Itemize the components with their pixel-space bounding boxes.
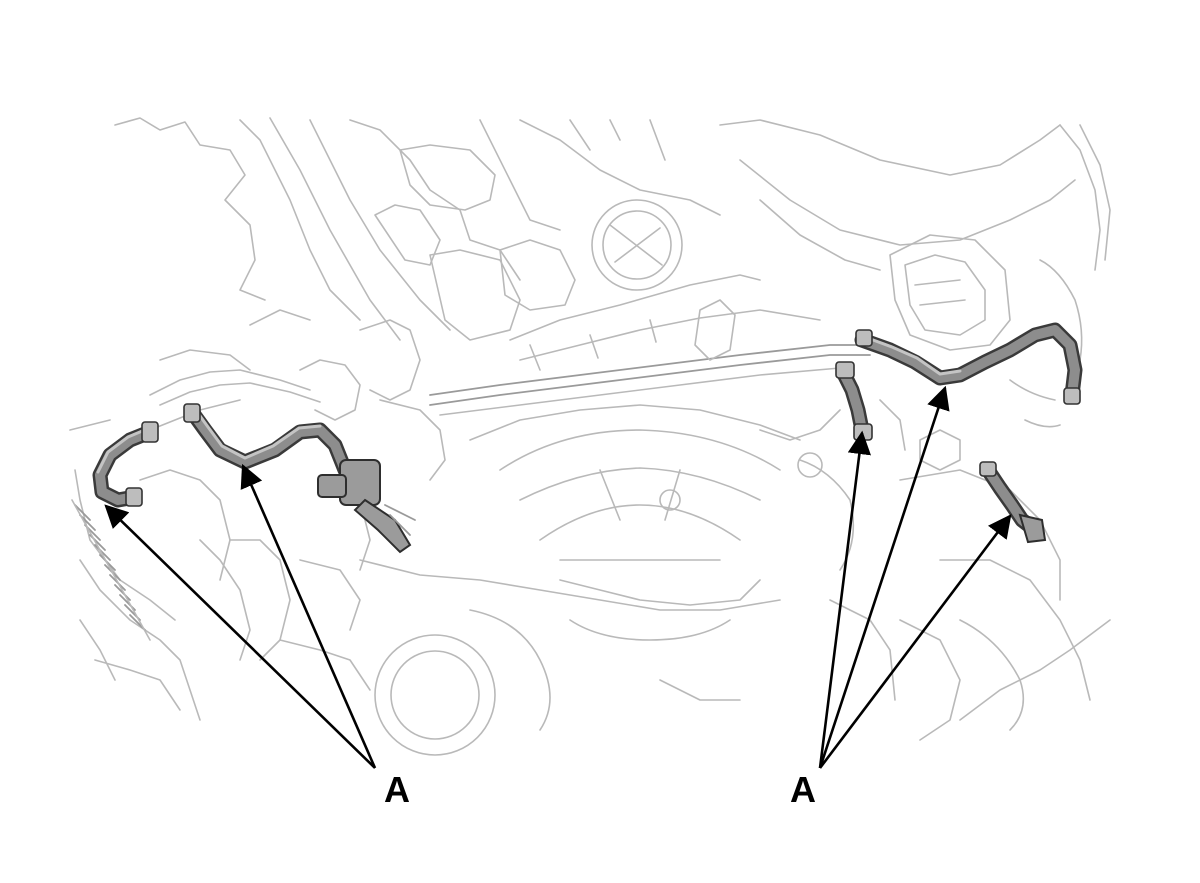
leader-line <box>818 430 871 769</box>
leader-lines-left <box>104 463 377 769</box>
callout-label-right: A <box>790 769 816 810</box>
valve-component <box>317 459 416 554</box>
leader-line <box>240 463 377 769</box>
leader-lines-right <box>818 385 1012 769</box>
engine-bay-lineart <box>69 117 1111 756</box>
leader-line <box>818 514 1012 769</box>
hose-left-2 <box>183 403 353 478</box>
hose-right-1 <box>835 361 873 441</box>
hose-right-3 <box>979 461 1047 544</box>
callout-label-left: A <box>384 769 410 810</box>
leader-line <box>104 504 376 769</box>
hose-left-1 <box>92 421 159 508</box>
hose-right-2 <box>854 322 1083 405</box>
leader-line <box>818 385 950 769</box>
